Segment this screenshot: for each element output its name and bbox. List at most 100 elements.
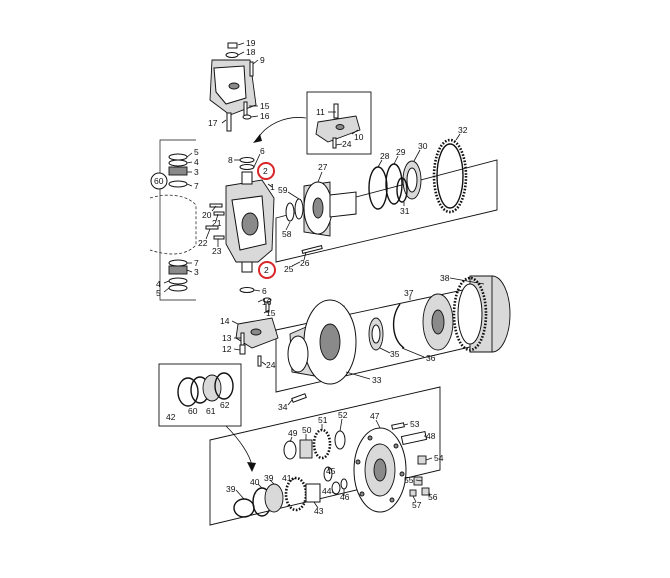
plate-hole bbox=[335, 124, 345, 130]
callout-61: 61 bbox=[206, 406, 216, 416]
callout-22: 22 bbox=[198, 238, 208, 248]
callout-15-upper: 15 bbox=[260, 101, 270, 111]
callout-48: 48 bbox=[426, 431, 436, 441]
callout-2-upper: 2 bbox=[263, 166, 268, 176]
top-bracket-assembly bbox=[209, 42, 257, 132]
ring-39b bbox=[264, 483, 284, 513]
callout-40: 40 bbox=[250, 477, 260, 487]
planetary-assembly bbox=[287, 275, 511, 403]
wheel-hub-assembly bbox=[353, 422, 430, 513]
stud-hole-1 bbox=[367, 435, 373, 441]
drum-38-front bbox=[452, 276, 488, 352]
callout-12: 12 bbox=[222, 344, 232, 354]
callout-49: 49 bbox=[288, 428, 298, 438]
callout-4-upper: 4 bbox=[194, 157, 199, 167]
callout-59: 59 bbox=[278, 185, 288, 195]
nut-56 bbox=[421, 487, 430, 496]
callout-33: 33 bbox=[372, 375, 382, 385]
ring-28 bbox=[368, 166, 388, 210]
carrier-37-center bbox=[431, 309, 445, 335]
stud-48 bbox=[400, 430, 428, 446]
callout-46: 46 bbox=[340, 492, 350, 502]
stud-hole-6 bbox=[355, 459, 361, 465]
callout-24-inset: 24 bbox=[342, 139, 352, 149]
left-bearing-stack-upper bbox=[150, 153, 188, 190]
cup-7b bbox=[168, 259, 188, 267]
ring-4b bbox=[168, 277, 188, 285]
inset-lower-parts bbox=[177, 372, 234, 407]
callout-57: 57 bbox=[412, 500, 422, 510]
callout-6-upper: 6 bbox=[260, 146, 265, 156]
callout-14: 14 bbox=[220, 316, 230, 326]
stud-15a bbox=[243, 101, 248, 117]
callout-44: 44 bbox=[322, 486, 332, 496]
knuckle-bore bbox=[241, 212, 259, 236]
ring-62 bbox=[214, 372, 234, 400]
bearing-30-inner bbox=[406, 167, 418, 193]
gear-32-body bbox=[436, 143, 464, 209]
callout-6-lower: 6 bbox=[262, 286, 267, 296]
bolt-21 bbox=[213, 211, 225, 216]
bolt-20 bbox=[209, 203, 223, 208]
callout-34: 34 bbox=[278, 402, 288, 412]
highlight-circle-lower bbox=[258, 261, 276, 279]
pin-17 bbox=[226, 112, 232, 132]
pin-24b bbox=[257, 355, 262, 367]
callout-3-upper: 3 bbox=[194, 167, 199, 177]
drum-38-face bbox=[457, 283, 483, 345]
arrow-head-lower bbox=[247, 462, 256, 472]
callout-47: 47 bbox=[370, 411, 380, 421]
callout-39-left: 39 bbox=[226, 484, 236, 494]
ring-gear-stack bbox=[368, 138, 468, 214]
callout-32: 32 bbox=[458, 125, 468, 135]
hub-assembly bbox=[285, 181, 357, 254]
callout-37: 37 bbox=[404, 288, 414, 298]
callout-38: 38 bbox=[440, 273, 450, 283]
callout-43: 43 bbox=[314, 506, 324, 516]
ref-circle-60 bbox=[150, 172, 168, 190]
callout-25: 25 bbox=[284, 264, 294, 274]
arrow-head-upper bbox=[253, 134, 262, 143]
bearing-3a bbox=[168, 166, 188, 176]
callout-60-inset: 60 bbox=[188, 406, 198, 416]
inset-upper-parts bbox=[315, 103, 361, 149]
lower-bracket-assembly bbox=[235, 297, 279, 367]
callout-labels: 19 18 9 17 15 16 11 10 24 5 4 3 7 60 8 6… bbox=[154, 38, 468, 516]
seal-58 bbox=[285, 202, 295, 222]
washer-8 bbox=[239, 157, 255, 163]
callout-11: 11 bbox=[316, 107, 325, 117]
callout-16-upper: 16 bbox=[260, 111, 270, 121]
callout-36: 36 bbox=[426, 353, 436, 363]
kingpin-top bbox=[241, 171, 253, 185]
lower-plate-hole bbox=[250, 328, 262, 336]
callout-10: 10 bbox=[354, 132, 364, 142]
callout-7-lower: 7 bbox=[194, 258, 199, 268]
left-bracket bbox=[159, 139, 196, 301]
callout-20: 20 bbox=[202, 210, 212, 220]
callout-5-upper: 5 bbox=[194, 147, 199, 157]
assembly-frames bbox=[158, 91, 501, 526]
bolt-23 bbox=[213, 235, 225, 240]
nut-57 bbox=[409, 489, 417, 497]
stud-hole-3 bbox=[399, 471, 405, 477]
cup-7a bbox=[168, 180, 188, 188]
callout-62: 62 bbox=[220, 400, 230, 410]
left-bearing-stack-lower bbox=[168, 259, 188, 292]
gear-32-teeth bbox=[432, 138, 468, 214]
pin-26 bbox=[301, 245, 323, 254]
callout-4-lower: 4 bbox=[156, 279, 161, 289]
ring-59 bbox=[294, 198, 304, 220]
gear-shaft-parts bbox=[283, 428, 348, 495]
bearing-35-inner bbox=[371, 324, 381, 344]
seal-39a bbox=[233, 498, 255, 518]
callout-42: 42 bbox=[166, 412, 176, 422]
snap-ring-36 bbox=[393, 303, 405, 349]
gear-50 bbox=[299, 439, 313, 459]
ring-29 bbox=[385, 163, 403, 205]
stud-hole-4 bbox=[389, 497, 395, 503]
callout-23: 23 bbox=[212, 246, 222, 256]
callout-54: 54 bbox=[434, 453, 444, 463]
detail-inset-lower bbox=[158, 363, 242, 427]
ring-42 bbox=[177, 377, 199, 407]
